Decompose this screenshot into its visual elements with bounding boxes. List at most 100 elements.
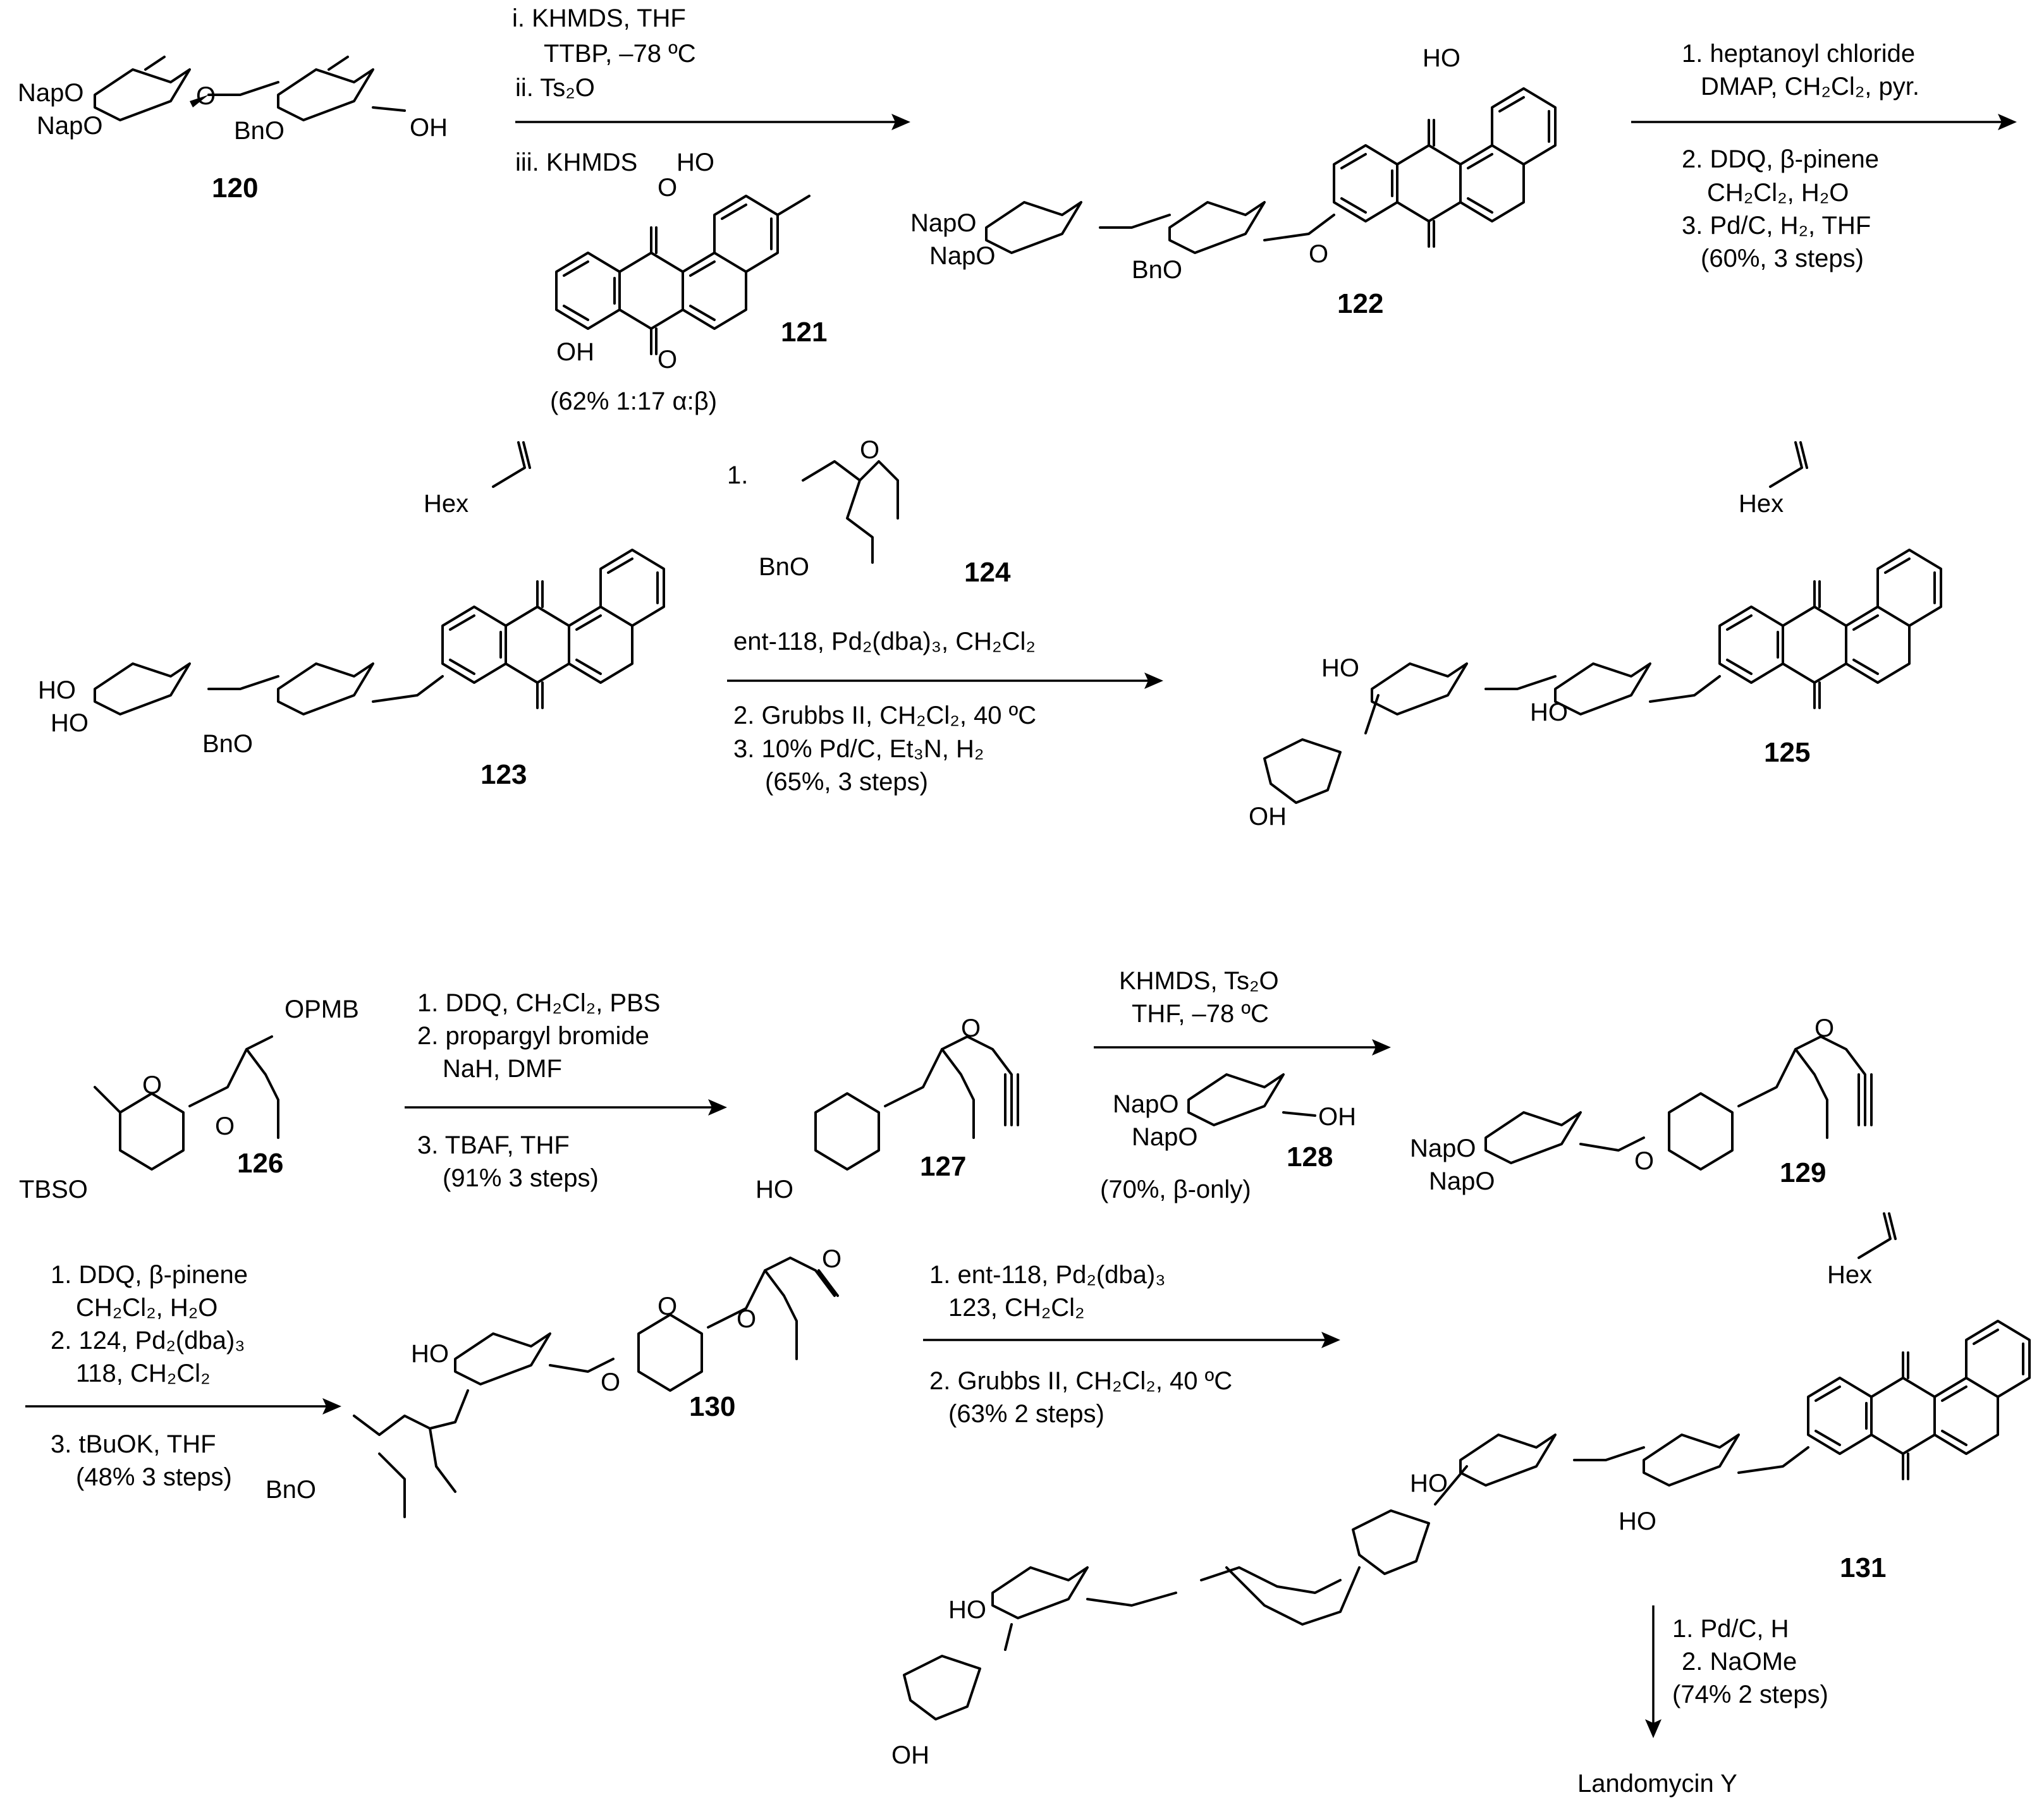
step4-line1: 1. DDQ, CH₂Cl₂, PBS bbox=[417, 989, 660, 1017]
glycosidic-o-label: O bbox=[215, 1112, 235, 1140]
napo-label: NapO bbox=[1132, 1123, 1198, 1151]
napo-label: NapO bbox=[929, 242, 996, 270]
step4-line2: 2. propargyl bromide bbox=[417, 1022, 649, 1050]
hex-label: Hex bbox=[424, 490, 468, 518]
step2-line5: 3. Pd/C, H₂, THF bbox=[1682, 212, 1871, 240]
compound-129-label: 129 bbox=[1780, 1157, 1826, 1188]
step6-line1: 1. DDQ, β-pinene bbox=[51, 1261, 248, 1289]
carbonyl-o-label: O bbox=[658, 174, 677, 202]
hoArom-label: HO bbox=[1423, 44, 1460, 72]
step4-line5: (91% 3 steps) bbox=[443, 1164, 599, 1192]
napo-label: NapO bbox=[1410, 1135, 1476, 1162]
carbonyl-o-label: O bbox=[658, 346, 677, 374]
product-label: Landomycin Y bbox=[1577, 1770, 1737, 1798]
glycosidic-o-label: O bbox=[1309, 240, 1328, 268]
napo-label: NapO bbox=[18, 79, 84, 107]
step3-line4: 3. 10% Pd/C, Et₃N, H₂ bbox=[733, 735, 984, 763]
compound-131-label: 131 bbox=[1840, 1552, 1886, 1583]
bno-label: BnO bbox=[266, 1476, 316, 1504]
step8-line2: 2. NaOMe bbox=[1682, 1648, 1797, 1676]
ring-o-label: O bbox=[142, 1071, 162, 1099]
compound-122-structure bbox=[985, 87, 1557, 254]
step1-line2: TTBP, –78 ºC bbox=[544, 40, 696, 68]
compound-127-structure bbox=[814, 1035, 1019, 1171]
hex-label: Hex bbox=[1739, 490, 1784, 518]
step4-arrow bbox=[405, 1099, 727, 1116]
step3-line3: 2. Grubbs II, CH₂Cl₂, 40 ºC bbox=[733, 702, 1036, 729]
compound-120-structure bbox=[94, 56, 406, 121]
napo-label: NapO bbox=[37, 112, 103, 140]
bno-label: BnO bbox=[234, 117, 285, 145]
step1-line1: i. KHMDS, THF bbox=[512, 4, 686, 32]
step4-line3: NaH, DMF bbox=[443, 1055, 562, 1083]
step5-yield: (70%, β-only) bbox=[1100, 1176, 1251, 1203]
compound-124-label: 124 bbox=[964, 557, 1011, 588]
bno-label: BnO bbox=[759, 553, 809, 581]
compound-124-structure bbox=[802, 460, 899, 564]
step3-line2: ent-118, Pd₂(dba)₃, CH₂Cl₂ bbox=[733, 628, 1036, 655]
compound-128-structure bbox=[1187, 1073, 1316, 1126]
opmb-label: OPMB bbox=[285, 995, 359, 1023]
step7-arrow bbox=[923, 1332, 1340, 1348]
ho-label: HO bbox=[1410, 1470, 1448, 1497]
napo-label: NapO bbox=[910, 209, 977, 237]
napo-label: NapO bbox=[1113, 1090, 1179, 1118]
step1-line4: iii. KHMDS bbox=[515, 149, 637, 176]
napo-label: NapO bbox=[1429, 1167, 1495, 1195]
compound-125-structure bbox=[1263, 441, 1942, 804]
step5-arrow bbox=[1094, 1039, 1391, 1056]
oh-label: OH bbox=[556, 338, 594, 366]
step3-line1: 1. bbox=[727, 461, 748, 489]
compound-130-structure bbox=[353, 1257, 839, 1518]
ring-o-label: O bbox=[658, 1293, 677, 1320]
glycosidic-o-label: O bbox=[737, 1305, 756, 1333]
step4-line4: 3. TBAF, THF bbox=[417, 1131, 570, 1159]
bno-label: BnO bbox=[1132, 256, 1182, 284]
step1-line3: ii. Ts₂O bbox=[515, 74, 595, 102]
ether-o-label: O bbox=[860, 436, 879, 464]
step8-line1: 1. Pd/C, H bbox=[1672, 1615, 1789, 1643]
compound-121-label: 121 bbox=[781, 317, 827, 348]
step7-line1: 1. ent-118, Pd₂(dba)₃ bbox=[929, 1261, 1166, 1289]
compound-122-label: 122 bbox=[1337, 288, 1383, 319]
step6-line4: 118, CH₂Cl₂ bbox=[76, 1360, 211, 1387]
ho-label: HO bbox=[1530, 698, 1568, 726]
compound-121-structure bbox=[555, 195, 811, 355]
ho-label: HO bbox=[1619, 1507, 1656, 1535]
step8-line3: (74% 2 steps) bbox=[1672, 1681, 1828, 1708]
oh-label: OH bbox=[1318, 1103, 1356, 1131]
step2-line3: 2. DDQ, β-pinene bbox=[1682, 145, 1879, 173]
hex-label: Hex bbox=[1827, 1261, 1872, 1289]
step2-line6: (60%, 3 steps) bbox=[1701, 245, 1864, 272]
compound-127-label: 127 bbox=[920, 1151, 966, 1182]
step6-line5: 3. tBuOK, THF bbox=[51, 1430, 216, 1458]
ho-label: HO bbox=[411, 1340, 449, 1368]
step1-arrow bbox=[515, 114, 910, 130]
glycosidic-o-label: O bbox=[601, 1368, 620, 1396]
step3-arrow bbox=[727, 673, 1163, 689]
step6-line3: 2. 124, Pd₂(dba)₃ bbox=[51, 1327, 245, 1355]
ho-label: HO bbox=[38, 676, 76, 704]
oh-label: OH bbox=[1249, 803, 1287, 831]
ho-label: HO bbox=[1321, 654, 1359, 682]
compound-125-label: 125 bbox=[1764, 737, 1810, 768]
step5-line1: KHMDS, Ts₂O bbox=[1119, 967, 1279, 995]
step6-line2: CH₂Cl₂, H₂O bbox=[76, 1294, 217, 1322]
compound-126-label: 126 bbox=[237, 1148, 283, 1179]
step3-line5: (65%, 3 steps) bbox=[765, 768, 928, 796]
compound-130-label: 130 bbox=[689, 1391, 735, 1422]
step7-line2: 123, CH₂Cl₂ bbox=[948, 1294, 1085, 1322]
compound-123-structure bbox=[94, 441, 665, 715]
step7-line4: (63% 2 steps) bbox=[948, 1400, 1105, 1428]
oh-label: OH bbox=[410, 114, 448, 142]
step2-line2: DMAP, CH₂Cl₂, pyr. bbox=[1701, 73, 1919, 100]
step2-line4: CH₂Cl₂, H₂O bbox=[1707, 179, 1849, 207]
step2-line1: 1. heptanoyl chloride bbox=[1682, 40, 1915, 68]
step5-line2: THF, –78 ºC bbox=[1132, 1000, 1269, 1028]
ho-label: HO bbox=[51, 709, 89, 737]
oh-label: OH bbox=[891, 1741, 929, 1769]
compound-128-label: 128 bbox=[1287, 1141, 1333, 1172]
glycosidic-o-label: O bbox=[1634, 1147, 1654, 1175]
step7-line3: 2. Grubbs II, CH₂Cl₂, 40 ºC bbox=[929, 1367, 1232, 1395]
